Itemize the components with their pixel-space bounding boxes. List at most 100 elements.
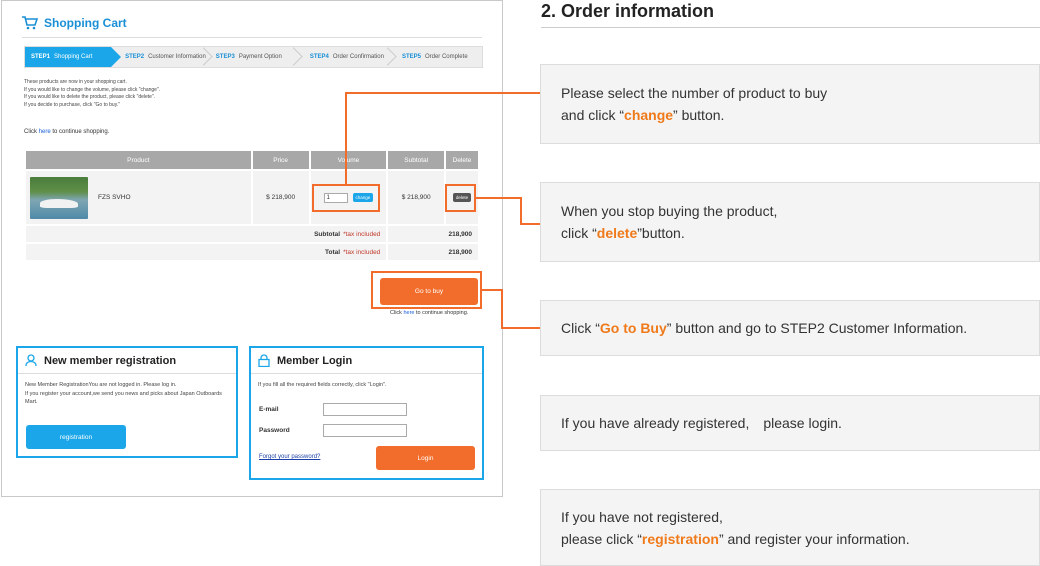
quantity-input[interactable]: 1 <box>323 192 348 203</box>
note-change: Please select the number of product to b… <box>540 64 1040 144</box>
password-label: Password <box>259 427 290 434</box>
step-1-num: STEP1 <box>31 54 51 60</box>
note-change-line-1: Please select the number of product to b… <box>561 85 828 101</box>
volume-highlight <box>312 184 380 212</box>
intro-line: If you would like to delete the product,… <box>24 94 156 100</box>
continue-shopping-text-bottom: Click here to continue shopping. <box>390 310 468 316</box>
continue-prefix: Click <box>390 310 404 316</box>
product-name: FZS SVHO <box>98 194 131 201</box>
product-subtotal: $ 218,900 <box>388 171 445 224</box>
continue-prefix: Click <box>24 129 39 135</box>
subtotal-value: 218,900 <box>388 226 478 242</box>
header-price: Price <box>252 151 309 169</box>
password-row: Password <box>259 424 407 437</box>
total-label: Total <box>325 248 341 256</box>
cart-table: Product Price Volume Subtotal Delete FZS… <box>24 149 480 262</box>
note-login: If you have already registered, please l… <box>540 395 1040 451</box>
step-4-label: Order Confirmation <box>332 54 384 60</box>
product-price: $ 218,900 <box>252 171 309 224</box>
note-register: If you have not registered, please click… <box>540 489 1040 566</box>
delete-highlight <box>445 184 476 212</box>
total-label-cell: Total*tax included <box>26 244 387 260</box>
change-button[interactable]: change <box>352 193 374 202</box>
note-text: ” and register your information. <box>718 530 910 547</box>
total-tax-note: *tax included <box>343 248 381 256</box>
note-delete-line-2: click “delete”button. <box>561 222 1039 244</box>
volume-cell: 1 change <box>310 171 387 224</box>
member-login-header: Member Login <box>251 348 482 374</box>
header-delete: Delete <box>446 151 478 169</box>
login-button[interactable]: Login <box>376 446 475 470</box>
go-to-buy-button[interactable]: Go to buy <box>380 278 478 305</box>
continue-shopping-link[interactable]: here <box>38 129 51 135</box>
new-member-text-2: If you register your account,we send you… <box>25 390 222 406</box>
password-field[interactable] <box>323 424 407 437</box>
member-login-title: Member Login <box>277 354 353 367</box>
email-row: E-mail <box>259 403 407 416</box>
connector-delete-vertical <box>520 197 522 224</box>
continue-shopping-text: Click here to continue shopping. <box>24 129 109 135</box>
note-buy-line-1: Click “Go to Buy” button and go to STEP2… <box>561 317 1039 339</box>
delete-button[interactable]: delete <box>452 193 472 202</box>
step-4-num: STEP4 <box>309 54 329 60</box>
continue-shopping-link-bottom[interactable]: here <box>403 310 415 316</box>
lock-icon <box>258 354 270 367</box>
subtotal-row: Subtotal*tax included 218,900 <box>26 226 478 242</box>
registration-button[interactable]: registration <box>26 425 126 449</box>
total-value: 218,900 <box>388 244 478 260</box>
note-keyword-change: change <box>624 107 674 123</box>
connector-delete-horizontal <box>476 197 521 199</box>
connector-buy-horizontal <box>482 289 502 291</box>
note-text: please click “ <box>561 530 642 547</box>
section-title: 2. Order information <box>541 1 715 21</box>
section-divider <box>541 27 1040 28</box>
intro-line: These products are now in your shopping … <box>24 79 127 85</box>
header-subtotal: Subtotal <box>388 151 445 169</box>
step-3-label: Payment Option <box>238 54 282 60</box>
new-member-title: New member registration <box>44 354 177 367</box>
intro-line: If you decide to purchase, click "Go to … <box>24 101 121 108</box>
email-label: E-mail <box>259 406 279 413</box>
connector-buy-end <box>501 327 540 329</box>
note-register-line-1: If you have not registered, <box>561 508 723 525</box>
cart-icon <box>22 16 38 30</box>
product-thumbnail <box>30 176 88 219</box>
new-member-description: New Member RegistrationYou are not logge… <box>18 374 236 407</box>
cart-instructions: These products are now in your shopping … <box>24 79 160 109</box>
step-2-num: STEP2 <box>125 54 145 60</box>
subtotal-tax-note: *tax included <box>343 230 381 238</box>
email-field[interactable] <box>323 403 407 416</box>
connector-change-vertical <box>345 92 347 184</box>
note-text: ” button. <box>673 107 725 123</box>
product-cell: FZS SVHO <box>26 171 251 224</box>
note-text: Click “ <box>561 320 600 336</box>
step-1-label: Shopping Cart <box>54 54 93 60</box>
note-keyword-go-to-buy: Go to Buy <box>599 320 667 336</box>
note-delete-line-1: When you stop buying the product, <box>561 203 778 219</box>
title-divider <box>22 37 482 38</box>
connector-delete-end <box>520 223 540 225</box>
total-row: Total*tax included 218,900 <box>26 244 478 260</box>
note-text: ”button. <box>637 225 685 241</box>
table-header-row: Product Price Volume Subtotal Delete <box>26 151 478 169</box>
note-keyword-registration: registration <box>641 530 719 547</box>
user-icon <box>25 354 37 367</box>
intro-line: If you would like to change the volume, … <box>24 86 161 93</box>
step-5-num: STEP5 <box>401 54 421 60</box>
continue-suffix: to continue shopping. <box>50 129 110 135</box>
forgot-password-link[interactable]: Forgot your password? <box>259 454 321 460</box>
continue-suffix: to continue shopping. <box>414 310 469 316</box>
member-login-box: Member Login If you fill all the require… <box>249 346 484 480</box>
login-description: If you fill all the required fields corr… <box>258 382 387 388</box>
connector-buy-vertical <box>501 289 503 328</box>
step-2-label: Customer Information <box>148 54 206 60</box>
note-login-line-1: If you have already registered, please l… <box>561 415 842 431</box>
go-to-buy-highlight <box>371 271 482 309</box>
